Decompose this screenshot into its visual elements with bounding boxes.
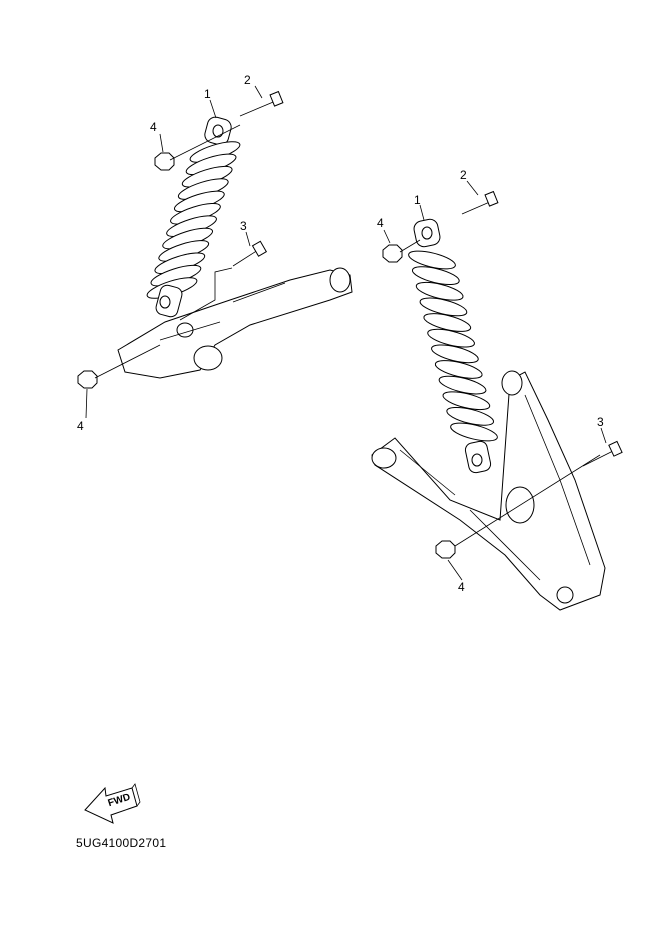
spring-coil [434,360,483,379]
right-bolt-2 [461,190,499,215]
spring-coil [419,297,468,317]
left-leader-lines [85,85,263,419]
callout-left-1: 1 [204,87,211,101]
callout-right-4-lower: 4 [458,580,465,594]
right-leader-lines [383,180,607,581]
spring-coil [431,344,479,364]
spring-coil [411,266,460,286]
callout-left-4-upper: 4 [150,120,157,134]
callout-right-2: 2 [460,168,467,182]
right-shock-absorber [408,218,498,474]
right-bolt-3 [582,440,623,467]
diagram-code: 5UG4100D2701 [76,836,167,850]
spring-coil [415,281,464,301]
spring-coil [408,250,456,270]
spring-coil [446,406,495,426]
left-bolt-3 [232,240,268,267]
left-nut-lower [77,370,98,389]
callout-left-4-lower: 4 [77,419,84,433]
callout-right-1: 1 [414,193,421,207]
spring-coil [442,391,491,411]
spring-coil [438,375,487,395]
left-nut-upper [154,152,175,171]
right-nut-upper [382,244,403,263]
forward-arrow-icon [84,783,141,824]
right-lower-arm [371,370,606,611]
left-shock-absorber [146,116,241,318]
spring-coil [423,313,472,332]
left-lower-arm [117,267,353,379]
right-nut-lower [435,540,456,559]
callout-left-2: 2 [244,73,251,87]
callout-right-3: 3 [597,415,604,429]
spring-coil [427,328,475,348]
left-bolt-2 [239,90,284,117]
spring-coil [450,422,498,442]
callout-right-4-upper: 4 [377,216,384,230]
callout-left-3: 3 [240,219,247,233]
